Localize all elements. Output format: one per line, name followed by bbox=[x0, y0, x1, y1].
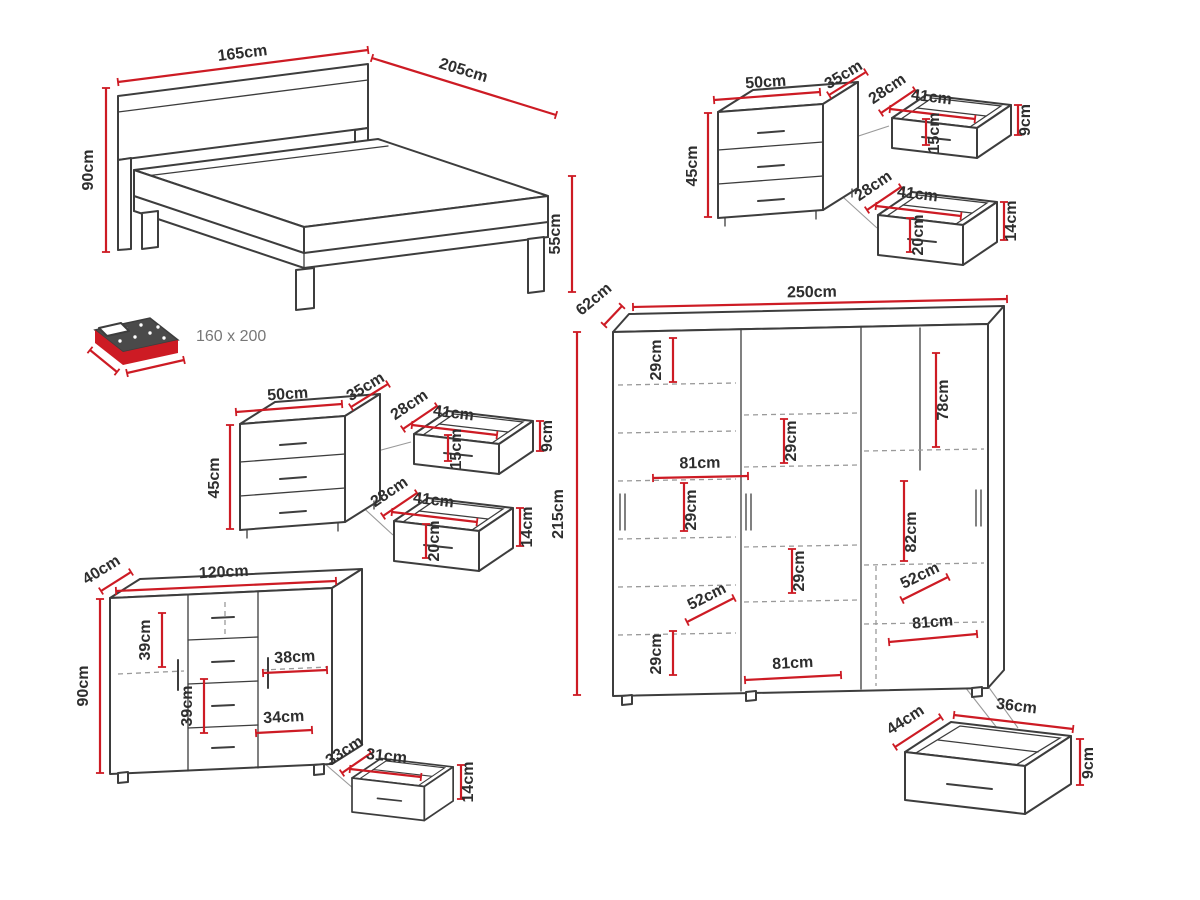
wardrobe-dim-middle-upper: 29cm bbox=[783, 421, 800, 462]
dresser-width-label: 120cm bbox=[198, 563, 249, 583]
bed-group: 165cm 205cm 90cm 55cm 160 x 200 bbox=[80, 42, 577, 378]
wardrobe-group: 62cm 250cm 215cm 29cm 78cm 29cm 81cm 29c… bbox=[550, 280, 1019, 734]
dresser-drawing bbox=[109, 568, 363, 784]
bed-foot-height-label: 55cm bbox=[547, 214, 564, 255]
mattress-icon bbox=[86, 317, 186, 378]
big-drawer-dimension-lines bbox=[892, 710, 1085, 786]
wardrobe-dim-left-bottom: 29cm bbox=[648, 634, 665, 675]
big-drawer-drawing bbox=[904, 721, 1072, 815]
ns-left-small-drawer-front-height-label: 9cm bbox=[539, 420, 556, 452]
ns-right-large-drawer-box-height-label: 20cm bbox=[910, 215, 927, 256]
wardrobe-dim-left-top: 29cm bbox=[648, 340, 665, 381]
ns-right-small-drawer-front-height-label: 9cm bbox=[1017, 104, 1034, 136]
wardrobe-dim-middle-shelf-width: 81cm bbox=[772, 654, 814, 673]
bed-headboard-height-label: 90cm bbox=[80, 150, 97, 191]
wardrobe-dimension-lines bbox=[572, 294, 1008, 696]
nightstand-right-dimension-lines bbox=[703, 68, 1023, 253]
dresser-inner-center-section-label: 39cm bbox=[179, 686, 196, 727]
ns-left-large-drawer-front-height-label: 14cm bbox=[519, 507, 536, 548]
bed-width-label: 165cm bbox=[217, 42, 269, 65]
nightstand-right-height-label: 45cm bbox=[684, 146, 701, 187]
bed-drawing bbox=[117, 63, 549, 311]
dresser-inner-left-section-label: 39cm bbox=[137, 620, 154, 661]
nightstand-left-height-label: 45cm bbox=[206, 458, 223, 499]
nightstand-right-large-drawer-drawing bbox=[877, 191, 998, 266]
dresser-drawer-width-label: 31cm bbox=[365, 746, 407, 767]
big-drawer-front-height-label: 9cm bbox=[1080, 747, 1097, 779]
bed-dimension-lines bbox=[101, 45, 577, 293]
wardrobe-width-label: 250cm bbox=[787, 284, 837, 302]
ns-right-large-drawer-front-height-label: 14cm bbox=[1003, 201, 1020, 242]
nightstand-left-width-label: 50cm bbox=[267, 385, 309, 405]
ns-right-small-drawer-width-label: 41cm bbox=[910, 87, 953, 109]
ns-left-small-drawer-width-label: 41cm bbox=[432, 403, 475, 425]
ns-right-small-drawer-box-height-label: 15cm bbox=[926, 113, 943, 154]
dresser-inner-drawer-opening-label: 34cm bbox=[263, 708, 305, 727]
dresser-inner-shelf-width-label: 38cm bbox=[274, 648, 316, 667]
wardrobe-dim-right-upper: 78cm bbox=[935, 380, 952, 421]
nightstand-left-dimension-lines bbox=[225, 380, 545, 559]
dresser-height-label: 90cm bbox=[75, 666, 92, 707]
wardrobe-height-label: 215cm bbox=[550, 489, 567, 539]
wardrobe-dim-right-shelf-width: 81cm bbox=[911, 612, 953, 633]
dresser-dimension-lines bbox=[95, 568, 466, 800]
dresser-drawer-front-height-label: 14cm bbox=[460, 762, 477, 803]
ns-left-large-drawer-box-height-label: 20cm bbox=[426, 521, 443, 562]
dresser-drawer-drawing bbox=[351, 757, 454, 822]
wardrobe-drawing bbox=[612, 305, 1005, 706]
pillow bbox=[98, 322, 130, 337]
mattress-size-label: 160 x 200 bbox=[196, 328, 266, 345]
big-drawer-width-label: 36cm bbox=[995, 696, 1038, 718]
nightstand-left-group: 50cm 35cm 45cm 41cm 28cm 9cm 15cm 41cm 2… bbox=[206, 369, 556, 572]
wardrobe-dim-right-mid: 82cm bbox=[903, 512, 920, 553]
ns-right-large-drawer-width-label: 41cm bbox=[896, 184, 939, 206]
ns-left-large-drawer-width-label: 41cm bbox=[412, 490, 455, 512]
wardrobe-dim-left-mid: 29cm bbox=[683, 490, 700, 531]
wardrobe-dim-left-shelf-width: 81cm bbox=[679, 455, 720, 473]
wardrobe-dim-middle-lower: 29cm bbox=[791, 551, 808, 592]
ns-left-small-drawer-box-height-label: 15cm bbox=[448, 429, 465, 470]
dresser-group: 40cm 120cm 90cm 39cm 38cm 39cm 34cm 31cm… bbox=[75, 552, 477, 822]
nightstand-right-width-label: 50cm bbox=[745, 73, 787, 93]
nightstand-left-large-drawer-drawing bbox=[393, 497, 514, 572]
